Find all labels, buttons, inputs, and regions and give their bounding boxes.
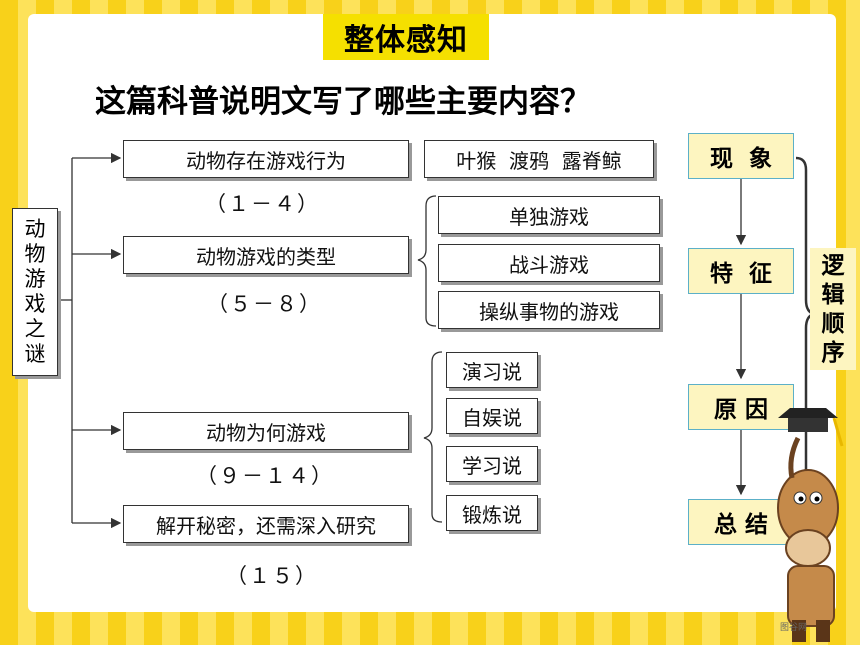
reason-label-4: 锻炼说 xyxy=(462,502,522,527)
structure-box-phenomenon: 现 象 xyxy=(688,133,794,179)
reason-label-2: 自娱说 xyxy=(462,405,522,430)
branch-label-4: 解开秘密，还需深入研究 xyxy=(156,513,376,538)
watermark: 图谷网 xyxy=(780,623,808,633)
game-type-label-2: 战斗游戏 xyxy=(509,252,589,277)
branch-box-4: 解开秘密，还需深入研究 xyxy=(123,505,409,543)
branch-label-3: 动物为何游戏 xyxy=(206,420,326,445)
branch-range-2: （５－８） xyxy=(207,292,322,316)
branch-label-2: 动物游戏的类型 xyxy=(196,244,336,269)
game-type-box-2: 战斗游戏 xyxy=(438,244,660,282)
game-type-box-3: 操纵事物的游戏 xyxy=(438,291,660,329)
branch-range-4: （１５） xyxy=(226,564,318,588)
reason-box-2: 自娱说 xyxy=(446,398,538,434)
branch-box-3: 动物为何游戏 xyxy=(123,412,409,450)
examples-label: 叶猴 渡鸦 露脊鲸 xyxy=(456,148,622,173)
reason-box-3: 学习说 xyxy=(446,446,538,482)
branch-box-1: 动物存在游戏行为 xyxy=(123,140,409,178)
game-type-label-3: 操纵事物的游戏 xyxy=(479,299,619,324)
branch-range-3: （９－１４） xyxy=(196,464,334,488)
branch-label-1: 动物存在游戏行为 xyxy=(186,148,346,173)
question-heading: 这篇科普说明文写了哪些主要内容？ xyxy=(95,84,591,120)
reason-box-1: 演习说 xyxy=(446,352,538,388)
root-topic-label: 动物游戏之谜 xyxy=(24,217,46,366)
branch-range-1: （１－４） xyxy=(205,192,320,216)
structure-label-3: 原 因 xyxy=(713,397,768,423)
logic-order-box: 逻辑顺序 xyxy=(810,248,856,370)
structure-label-4: 总 结 xyxy=(713,512,768,538)
reason-label-1: 演习说 xyxy=(462,359,522,384)
reason-label-3: 学习说 xyxy=(462,453,522,478)
examples-box: 叶猴 渡鸦 露脊鲸 xyxy=(424,140,654,178)
structure-label-1: 现 象 xyxy=(709,146,772,172)
cartoon-horse-illustration xyxy=(777,408,844,642)
structure-box-feature: 特 征 xyxy=(688,248,794,294)
reason-box-4: 锻炼说 xyxy=(446,495,538,531)
game-type-box-1: 单独游戏 xyxy=(438,196,660,234)
branch-box-2: 动物游戏的类型 xyxy=(123,236,409,274)
logic-order-label: 逻辑顺序 xyxy=(821,253,845,366)
root-topic-box: 动物游戏之谜 xyxy=(12,208,58,376)
game-type-label-1: 单独游戏 xyxy=(509,204,589,229)
slide-title: 整体感知 xyxy=(323,14,489,60)
structure-box-summary: 总 结 xyxy=(688,499,794,545)
structure-box-cause: 原 因 xyxy=(688,384,794,430)
structure-label-2: 特 征 xyxy=(709,261,772,287)
